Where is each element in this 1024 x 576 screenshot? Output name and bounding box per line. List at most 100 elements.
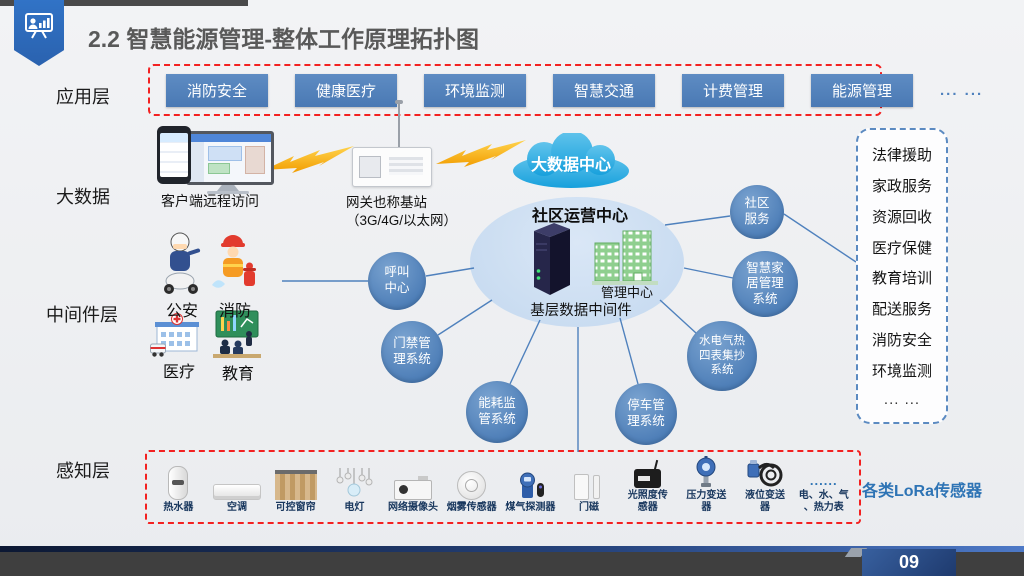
sensor-label: 门磁 (579, 502, 600, 513)
circle-four-meter-reading-system: 水电气热 四表集抄 系统 (687, 321, 757, 391)
pressure-transmitter-icon (696, 456, 716, 487)
sensor-label: 电、水、气 、热力表 (798, 490, 849, 513)
sensor-label: 压力变送 器 (686, 490, 727, 513)
sensor-smoke-detector: 烟雾传感器 (442, 453, 501, 517)
sensor-gas-detector: 煤气探测器 (501, 453, 560, 517)
page-number: 09 (862, 549, 956, 576)
police-label: 公安 (165, 303, 198, 320)
layer-label-big-data: 大数据 (56, 187, 110, 207)
presentation-chart-icon (25, 13, 53, 39)
sensor-curtain: 可控窗帘 (266, 453, 325, 517)
air-conditioner-icon (213, 484, 261, 500)
service-item-fire-safety: 消防安全 (871, 332, 932, 350)
water-heater-icon (168, 466, 189, 500)
sensor-row: 热水器 空调 可控窗帘 (149, 453, 853, 517)
layer-label-middleware: 中间件层 (46, 305, 118, 325)
gas-detector-icon (520, 472, 545, 498)
lightning-bolt-icon (264, 146, 354, 173)
circle-energy-monitoring-system: 能耗监 管系统 (466, 381, 528, 443)
meters-ellipsis: ...... (809, 473, 838, 488)
sensor-network-camera: 网络摄像头 (384, 453, 443, 517)
fire-label: 消防 (218, 303, 251, 320)
classroom-icon (213, 310, 261, 358)
police-icon (164, 232, 201, 294)
service-item-recycling: 资源回收 (871, 208, 932, 226)
lamp-icon (336, 468, 373, 497)
lora-sensors-label: 各类LoRa传感器 (862, 483, 983, 500)
sensor-level-transmitter: 液位变送 器 (736, 453, 795, 517)
app-button-fire-safety: 消防安全 (166, 73, 268, 107)
gateway-device-icon (352, 147, 432, 187)
sensor-label: 煤气探测器 (505, 502, 556, 513)
smoke-detector-icon (457, 471, 487, 500)
gateway-antenna-tip (395, 100, 403, 104)
monitor-titlebar (189, 134, 271, 142)
title-badge (14, 0, 64, 66)
service-item-education-training: 教育培训 (871, 270, 932, 288)
big-data-center-label: 大数据中心 (530, 157, 611, 174)
hospital-icon (150, 313, 199, 357)
layer-label-perception: 感知层 (56, 461, 110, 481)
sensor-pressure-transmitter: 压力变送 器 (677, 453, 736, 517)
service-items-ellipsis: ... ... (883, 391, 921, 409)
app-button-smart-traffic: 智慧交通 (553, 73, 655, 107)
gateway-antenna (398, 104, 400, 148)
cloud-icon (513, 133, 629, 188)
sensor-water-heater: 热水器 (149, 453, 208, 517)
client-access-label: 客户端远程访问 (161, 193, 259, 209)
smartphone-icon (157, 126, 191, 184)
sensor-label: 网络摄像头 (388, 502, 439, 513)
circle-access-control-system: 门禁管 理系统 (381, 321, 443, 383)
sensor-lamp: 电灯 (325, 453, 384, 517)
page-title: 2.2 智慧能源管理-整体工作原理拓扑图 (88, 26, 480, 52)
sensor-utility-meters: ...... 电、水、气 、热力表 (794, 453, 853, 517)
footer-accent-bar (0, 546, 1024, 552)
service-item-healthcare: 医疗保健 (871, 239, 932, 257)
application-buttons-box: 消防安全 健康医疗 环境监测 智慧交通 计费管理 能源管理 ... ... (148, 64, 981, 116)
sensor-door-magnet: 门磁 (560, 453, 619, 517)
app-button-health-care: 健康医疗 (295, 73, 397, 107)
curtain-icon (274, 470, 317, 500)
door-magnet-icon (574, 474, 604, 500)
app-button-environment-monitoring: 环境监测 (424, 73, 526, 107)
sensor-label: 可控窗帘 (275, 502, 316, 513)
circle-smart-home-system: 智慧家 居管理 系统 (732, 251, 798, 317)
app-buttons-ellipsis: ... ... (940, 81, 984, 99)
sensor-air-conditioner: 空调 (208, 453, 267, 517)
level-transmitter-icon (747, 460, 783, 487)
circle-parking-management-system: 停车管 理系统 (615, 383, 677, 445)
middleware-label: 基层数据中间件 (530, 303, 632, 319)
sensor-label: 烟雾传感器 (446, 502, 497, 513)
top-strip (0, 0, 248, 6)
circle-call-center: 呼叫 中心 (368, 252, 426, 310)
service-item-environment-monitoring: 环境监测 (871, 363, 932, 381)
circle-community-service: 社区 服务 (730, 185, 784, 239)
education-label: 教育 (221, 366, 254, 383)
service-item-legal-aid: 法律援助 (871, 146, 932, 164)
monitor-stand (217, 185, 239, 191)
sensor-label: 热水器 (163, 502, 194, 513)
management-building-icon (592, 230, 658, 285)
layer-label-application: 应用层 (56, 87, 110, 107)
light-sensor-icon (634, 469, 662, 488)
service-item-delivery: 配送服务 (871, 301, 932, 319)
management-center-label: 管理中心 (600, 285, 653, 300)
app-button-energy-management: 能源管理 (811, 73, 913, 107)
sensor-label: 光照度传 感器 (627, 490, 668, 513)
server-icon (534, 223, 570, 295)
lightning-bolt-icon (436, 140, 526, 167)
monitor-icon (186, 131, 274, 185)
service-item-housekeeping: 家政服务 (871, 177, 932, 195)
network-camera-icon (394, 476, 433, 500)
sensor-label: 液位变送 器 (745, 490, 786, 513)
sensor-label: 电灯 (344, 502, 365, 513)
monitor-base (207, 191, 249, 194)
gateway-label: 网关也称基站 （3G/4G/以太网） (346, 195, 458, 228)
app-button-billing-management: 计费管理 (682, 73, 784, 107)
medical-label: 医疗 (162, 364, 195, 381)
community-services-panel: 法律援助 家政服务 资源回收 医疗保健 教育培训 配送服务 消防安全 环境监测 … (856, 128, 948, 424)
smartphone-screen (160, 133, 188, 177)
monitor-screen (189, 142, 271, 182)
